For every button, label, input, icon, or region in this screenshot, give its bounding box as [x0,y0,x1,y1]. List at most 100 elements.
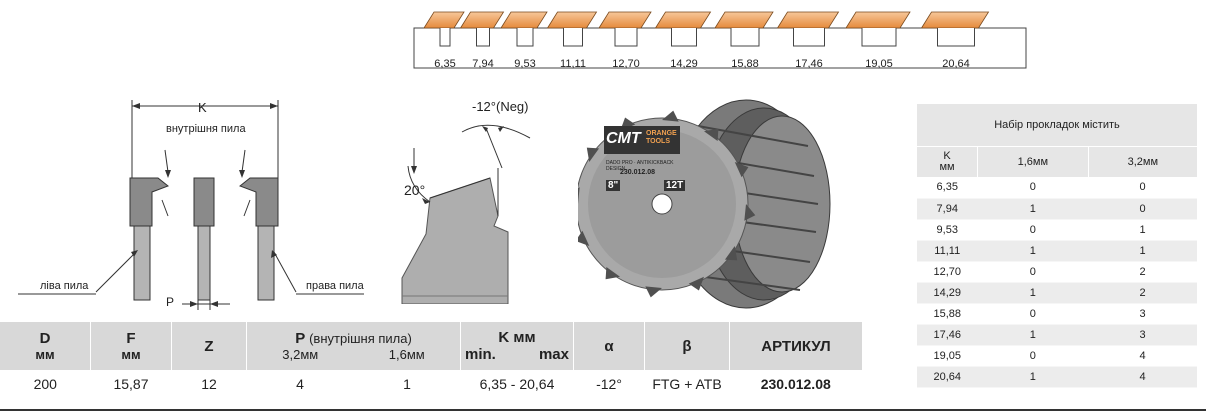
neg-angle-label: -12°(Neg) [472,99,529,114]
shim-cell-k: 11,11 [917,240,978,262]
col-p-a: 3,2мм [282,347,319,362]
col-k-label: K мм [498,329,536,346]
shim-cell-16: 1 [977,324,1089,346]
groove-width-label: 12,70 [612,58,640,70]
cell-d: 200 [33,376,57,392]
col-f: F мм [90,322,172,370]
blade-tooth [744,204,756,221]
blade-tooth [605,266,620,280]
col-p-sub: (внутрішня пила) [309,331,412,346]
blade-tooth [704,128,719,142]
cell-p-a: 4 [296,376,304,392]
groove-top [546,11,598,29]
shim-cell-16: 0 [977,219,1089,241]
col-f-label: F [126,330,136,347]
blade-size: 8" [606,180,621,191]
shim-cell-k: 12,70 [917,261,978,283]
groove-width-label: 20,64 [942,58,970,70]
shim-cell-32: 4 [1088,366,1197,388]
shim-cell-16: 1 [977,366,1089,388]
p-label: P [166,295,175,309]
groove-strip-drawing [413,11,1027,69]
groove-cut [937,28,975,47]
groove-cut [516,28,534,47]
col-d: D мм [0,322,91,370]
groove-width-label: 14,29 [670,58,698,70]
blade-tooth [688,276,704,291]
dado-blade-photo: CMT ORANGE TOOLS DADO PRO · ANTIKICKBACK… [568,86,836,318]
groove-width-label: 19,05 [865,58,893,70]
groove-cut [861,28,897,47]
cell-alpha: -12° [596,376,622,392]
groove-cut [793,28,825,47]
blade-tooth [645,286,662,298]
shim-cell-32: 1 [1088,240,1197,262]
groove-width-label: 17,46 [795,58,823,70]
groove-cut [730,28,760,47]
col-k-max: max [538,346,569,363]
shim-cell-32: 2 [1088,261,1197,283]
left-saw-label: ліва пила [40,280,89,292]
blade-brand: CMT [606,130,641,147]
shim-cell-k: 9,53 [917,219,978,241]
shim-cell-32: 3 [1088,324,1197,346]
shim-cell-32: 1 [1088,219,1197,241]
groove-width-label: 11,11 [560,58,586,70]
shim-cell-32: 2 [1088,282,1197,304]
groove-width-label: 6,35 [434,58,456,70]
shim-cell-16: 1 [977,240,1089,262]
groove-top [714,11,774,29]
groove-top [598,11,652,29]
tooth-angle-diagram [401,124,531,304]
shim-cell-16: 0 [977,345,1089,367]
blade-model-text: DADO PRO · ANTIKICKBACK DESIGN [606,160,674,172]
spec-row: 200 15,87 12 4 1 6,35 - 20,64 -12° FTG +… [0,370,862,398]
groove-cut [476,28,490,47]
brand-sub-line-2: TOOLS [646,138,670,145]
shim-table-caption: Набір прокладок містить [917,104,1197,147]
col-p-b: 1,6мм [388,347,425,362]
groove-top [459,11,505,29]
cell-beta: FTG + ATB [652,376,722,392]
cell-z: 12 [201,376,217,392]
blade-set-diagram [18,100,364,310]
blade-tooth [662,110,679,122]
shim-col-32: 3,2мм [1087,146,1197,177]
col-article: АРТИКУЛ [729,322,862,370]
cell-p-b: 1 [403,376,411,392]
shim-col-k-unit: мм [939,161,955,173]
shim-cell-k: 17,46 [917,324,978,346]
groove-top [920,11,990,29]
col-k-min: min. [465,346,496,363]
shim-cell-k: 15,88 [917,303,978,325]
brand-sub-line-1: ORANGE [646,130,677,137]
blade-code: 230.012.08 [620,169,656,176]
shim-cell-k: 6,35 [917,177,978,199]
shim-cell-32: 4 [1088,345,1197,367]
groove-width-label: 15,88 [731,58,759,70]
blade-tooth [586,147,600,162]
col-d-label: D [39,330,51,347]
shim-cell-k: 19,05 [917,345,978,367]
col-d-unit: мм [35,347,55,362]
blade-tooth [734,162,749,178]
blade-brand-sub: ORANGE TOOLS [646,130,677,146]
shim-set-table: Набір прокладок містить K мм 1,6мм 3,2мм… [917,104,1197,388]
col-beta: β [644,322,730,370]
blade-tooth [575,230,590,246]
blade-teeth-count: 12T [664,180,686,191]
col-p-label: P [295,330,305,347]
inner-saw-label: внутрішня пила [166,123,246,135]
col-p: P (внутрішня пила) 3,2мм 1,6мм [246,322,461,370]
shim-cell-32: 0 [1088,198,1197,220]
groove-top [776,11,840,29]
shim-col-k: K мм [917,146,978,177]
col-alpha: α [573,322,645,370]
